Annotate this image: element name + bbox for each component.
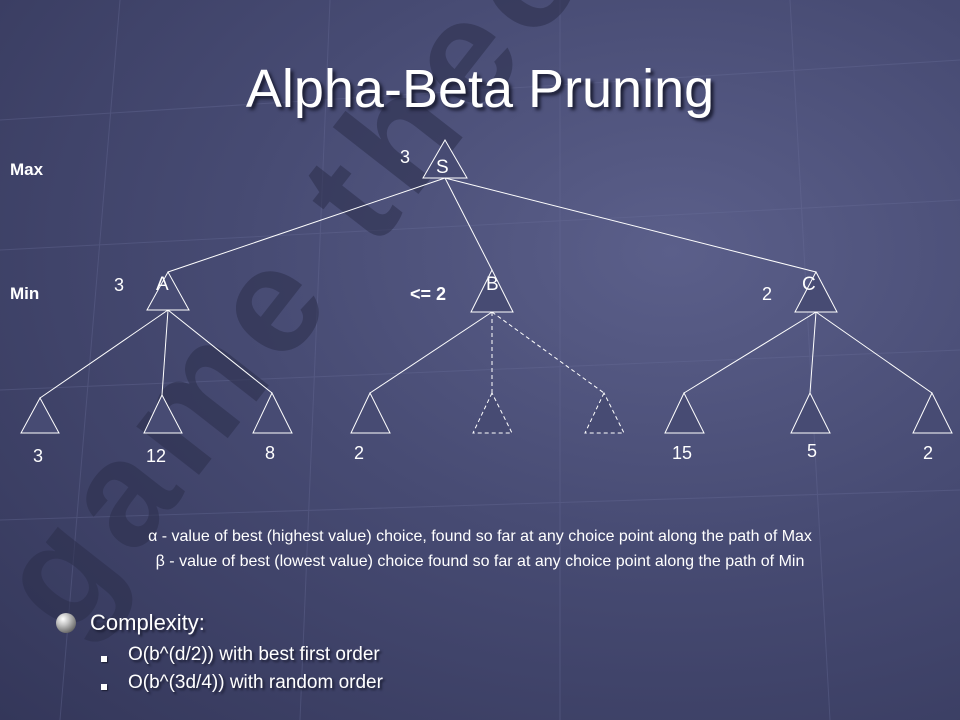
node-s xyxy=(422,139,468,179)
leaf-triangle xyxy=(252,391,293,434)
edge-s-b xyxy=(444,177,493,271)
edge-a-3 xyxy=(167,309,273,394)
level-label-max: Max xyxy=(10,160,44,179)
edge-a-1 xyxy=(39,309,169,399)
node-c-label: C xyxy=(802,274,816,295)
complexity-item: O(b^(d/2)) with best first order xyxy=(128,644,380,665)
leaf-value: 15 xyxy=(672,443,693,463)
node-s-label: S xyxy=(436,157,449,178)
edge-b-3 xyxy=(491,311,605,394)
slide-title: Alpha-Beta Pruning xyxy=(245,59,715,119)
edge-c-2 xyxy=(809,311,817,394)
leaf-value: 12 xyxy=(146,446,167,466)
edge-s-a xyxy=(167,177,446,273)
sphere-bullet-icon xyxy=(56,613,76,633)
complexity-item: O(b^(3d/4)) with random order xyxy=(128,672,383,693)
leaf-triangle xyxy=(143,393,183,434)
complexity-heading: Complexity: xyxy=(90,610,205,635)
leaf-triangle xyxy=(350,391,391,434)
square-bullet-icon xyxy=(101,656,107,662)
beta-definition: β - value of best (lowest value) choice … xyxy=(155,553,805,570)
leaf-triangle xyxy=(790,391,831,434)
node-a-value: 3 xyxy=(114,275,125,295)
leaf-value: 2 xyxy=(354,443,365,463)
node-a xyxy=(146,270,190,311)
leaf-triangle-pruned xyxy=(584,391,625,434)
node-a-label: A xyxy=(156,274,169,295)
edge-a-2 xyxy=(161,309,169,396)
node-b-label: B xyxy=(486,274,499,295)
node-b-value: <= 2 xyxy=(410,284,447,304)
node-s-value: 3 xyxy=(400,147,411,167)
leaf-value: 8 xyxy=(265,443,276,463)
node-c xyxy=(794,270,838,313)
edge-c-1 xyxy=(683,311,817,394)
leaf-triangle xyxy=(912,391,953,434)
leaf-value: 3 xyxy=(33,446,44,466)
leaf-value: 2 xyxy=(923,443,934,463)
square-bullet-icon xyxy=(101,684,107,690)
edge-b-1 xyxy=(369,311,493,394)
node-b xyxy=(470,268,514,313)
node-c-value: 2 xyxy=(762,284,773,304)
edge-c-3 xyxy=(815,311,933,394)
leaf-triangle-pruned xyxy=(472,391,513,434)
leaf-triangle xyxy=(664,391,705,434)
alpha-definition: α - value of best (highest value) choice… xyxy=(148,528,812,545)
leaf-value: 5 xyxy=(807,441,818,461)
leaf-triangle xyxy=(20,396,60,434)
level-label-min: Min xyxy=(10,284,40,303)
edge-s-c xyxy=(444,177,817,273)
